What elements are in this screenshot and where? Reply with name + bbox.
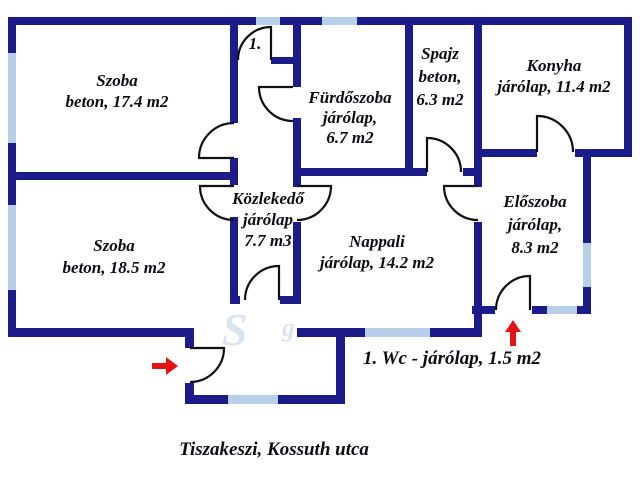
entrance-arrow-right-icon	[152, 357, 178, 375]
wall-segment	[8, 290, 16, 337]
wall-segment	[8, 328, 193, 337]
wall-segment	[583, 287, 591, 314]
room-label-spajz: Spajz beton, 6.3 m2	[416, 42, 463, 111]
room-detail: járólap,	[507, 215, 563, 234]
doors	[189, 25, 575, 384]
window	[228, 395, 278, 404]
room-detail: beton, 17.4 m2	[65, 92, 169, 111]
room-name: Közlekedő	[232, 189, 304, 208]
wall-segment	[297, 328, 365, 337]
room-label-szoba-1: Szoba beton, 17.4 m2	[66, 70, 169, 112]
wall-segment	[280, 296, 297, 304]
room-detail: beton,	[418, 67, 462, 86]
wall-segment	[230, 25, 238, 123]
door-porch	[189, 346, 226, 384]
wall-segment	[583, 157, 591, 243]
wall-segment	[271, 57, 293, 64]
wall-segment	[301, 168, 427, 176]
wall-segment	[185, 395, 228, 404]
room-label-szoba-2: Szoba beton, 18.5 m2	[63, 235, 166, 279]
watermark: S g	[222, 304, 295, 355]
window	[8, 205, 16, 290]
entrance-arrow-up-icon	[505, 320, 521, 346]
room-label-kozlekedo: Közlekedő járólap 7.7 m3	[232, 188, 304, 251]
door-kozlekedo-exit	[243, 264, 281, 301]
room-area: 8.3 m2	[511, 238, 559, 257]
room-label-konyha: Konyha járólap, 11.4 m2	[497, 55, 610, 97]
wall-segment	[280, 17, 322, 25]
wall-segment	[474, 222, 482, 337]
room-name: Nappali	[349, 232, 405, 251]
door-eloszoba-entrance	[494, 274, 532, 311]
room-label-nappali: Nappali járólap, 14.2 m2	[320, 231, 434, 273]
room-name: Szoba	[96, 71, 138, 90]
window	[365, 328, 430, 337]
svg-text:S: S	[222, 304, 248, 355]
door-wc	[236, 25, 273, 61]
door-szoba-2	[198, 184, 235, 222]
room-detail: járólap,	[322, 108, 378, 127]
entrance-arrows	[152, 320, 521, 375]
window	[256, 17, 280, 25]
wall-segment	[230, 296, 240, 304]
wall-segment	[293, 222, 301, 304]
room-name: Spajz	[421, 44, 459, 63]
room-detail: beton, 18.5 m2	[62, 258, 166, 277]
wall-segment	[577, 306, 591, 314]
wc-note: 1. Wc - járólap, 1.5 m2	[362, 348, 542, 369]
room-detail: járólap	[242, 210, 294, 229]
wall-segment	[8, 172, 230, 180]
windows	[8, 17, 591, 404]
door-szoba-1	[197, 121, 235, 160]
room-name: Előszoba	[503, 192, 567, 211]
wall-segment	[575, 149, 632, 157]
wall-segment	[405, 25, 413, 172]
svg-text:g: g	[281, 313, 295, 342]
room-detail: járólap, 11.4 m2	[497, 77, 611, 96]
wall-segment	[230, 158, 238, 185]
window	[322, 17, 357, 25]
room-name: Konyha	[526, 56, 582, 75]
room-area: 7.7 m3	[244, 231, 292, 250]
wall-segment	[430, 328, 480, 337]
wall-segment	[474, 149, 537, 157]
wall-segment	[230, 217, 238, 304]
wall-segment	[463, 168, 474, 176]
room-label-eloszoba: Előszoba járólap, 8.3 m2	[503, 190, 566, 259]
wall-segment	[185, 383, 194, 404]
room-area: 6.3 m2	[416, 90, 464, 109]
door-furdoszoba	[257, 85, 294, 123]
unit-marker: 1.	[248, 34, 262, 53]
wall-segment	[293, 25, 301, 87]
window	[8, 53, 16, 143]
door-nappali-eloszoba	[442, 184, 479, 222]
wall-segment	[474, 25, 482, 187]
wall-segment	[336, 330, 345, 404]
wall-segment	[357, 17, 632, 25]
room-detail: járólap, 14.2 m2	[319, 253, 435, 272]
room-name: Szoba	[93, 236, 135, 255]
door-konyha	[535, 114, 575, 153]
wall-segment	[8, 17, 16, 53]
address: Tiszakeszi, Kossuth utca	[179, 439, 369, 460]
walls	[8, 17, 632, 404]
wall-segment	[8, 17, 256, 25]
wall-segment	[185, 328, 194, 348]
room-name: Fürdőszoba	[308, 88, 392, 107]
wall-segment	[278, 395, 345, 404]
room-area: 6.7 m2	[326, 128, 374, 147]
wall-segment	[293, 118, 301, 187]
door-nappali-kozlekedo	[296, 184, 333, 222]
window	[547, 306, 577, 314]
wall-segment	[624, 17, 632, 157]
room-label-furdoszoba: Fürdőszoba járólap, 6.7 m2	[308, 88, 391, 148]
window	[583, 243, 591, 287]
door-spajz	[425, 136, 463, 173]
wall-segment	[532, 306, 547, 314]
wall-segment	[472, 306, 495, 314]
